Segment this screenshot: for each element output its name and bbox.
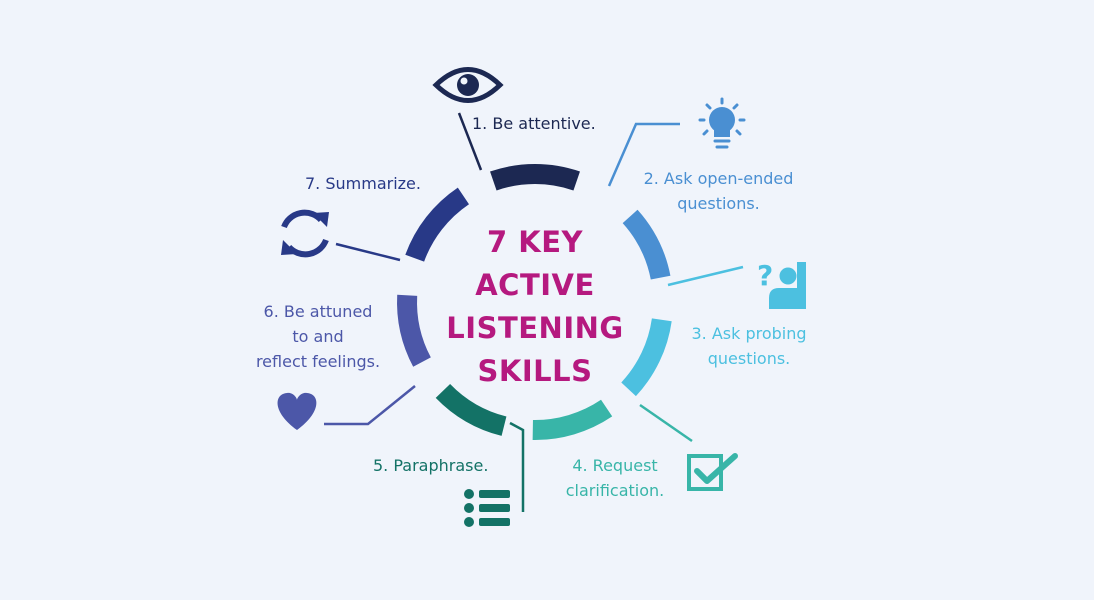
title-line-1: 7 KEY (486, 225, 584, 259)
title-line-3: LISTENING (446, 311, 624, 345)
sync-icon (281, 209, 329, 258)
connector-line-6 (324, 385, 416, 426)
skill-label-3: 3. Ask probing questions. (691, 324, 807, 368)
connector-line-7 (335, 242, 401, 262)
segment-arc-2 (622, 209, 671, 280)
connector-line-3 (667, 265, 744, 287)
question-person-icon: ? (757, 259, 806, 309)
eye-icon (432, 67, 504, 103)
segment-arc-3 (621, 318, 672, 397)
connector-line-1 (457, 112, 483, 171)
title-line-4: SKILLS (477, 354, 593, 388)
skill-label-5: 5. Paraphrase. (373, 456, 489, 475)
segment-arc-1 (490, 164, 580, 191)
segment-arc-7 (405, 187, 470, 262)
skill-label-1: 1. Be attentive. (472, 114, 596, 133)
connector-line-4 (639, 403, 693, 443)
segment-arc-4 (532, 399, 613, 440)
svg-text:?: ? (757, 259, 773, 292)
skill-label-6: 6. Be attuned to and reflect feelings. (255, 302, 381, 371)
title-line-2: ACTIVE (475, 268, 595, 302)
checkbox-icon (687, 453, 738, 491)
heart-icon (277, 392, 317, 430)
skill-label-7: 7. Summarize. (305, 174, 421, 193)
connector-line-2 (607, 122, 680, 187)
segment-arc-5 (435, 383, 507, 436)
skill-label-4: 4. Request clarification. (565, 456, 665, 500)
list-icon (464, 489, 510, 527)
skill-label-2: 2. Ask open-ended questions. (643, 169, 794, 213)
lightbulb-icon (698, 97, 746, 149)
segment-arc-6 (397, 294, 431, 367)
connector-line-5 (509, 421, 525, 512)
